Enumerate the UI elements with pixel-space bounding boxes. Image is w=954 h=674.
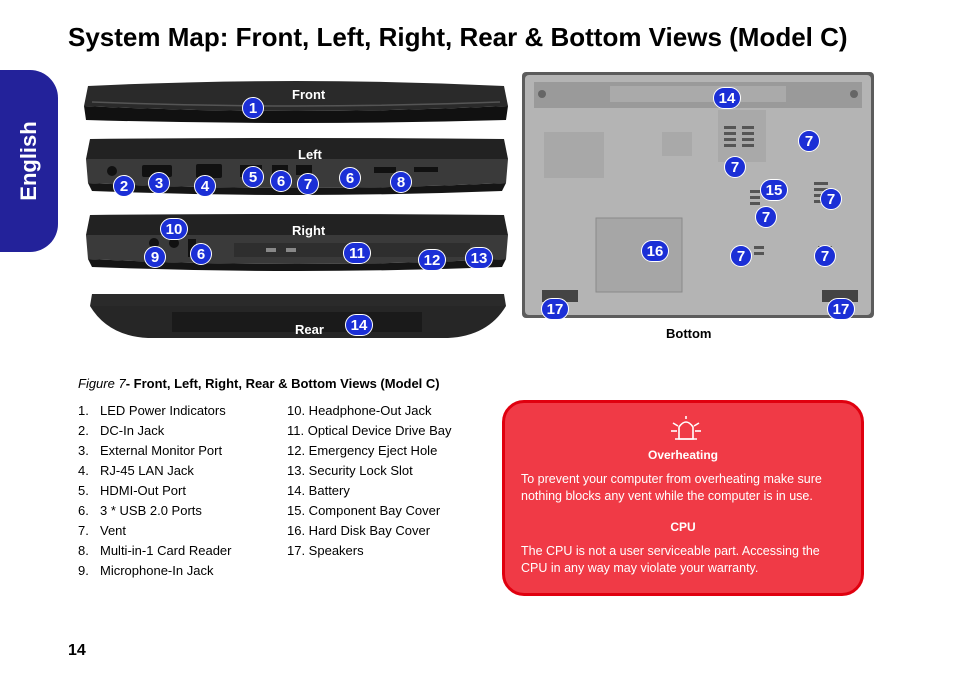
callout-badge: 16 — [641, 240, 669, 262]
legend-list-right: 10. Headphone-Out Jack 11. Optical Devic… — [287, 401, 452, 561]
list-item-number: 4. — [78, 463, 89, 478]
list-item: 5. HDMI-Out Port — [78, 481, 232, 501]
legend-list-left: 1. LED Power Indicators 2. DC-In Jack 3. Ex… — [78, 401, 232, 581]
callout-badge: 15 — [760, 179, 788, 201]
bug-warning-icon — [671, 416, 701, 440]
callout-badge: 6 — [190, 243, 212, 265]
bottom-view-label: Bottom — [666, 326, 712, 341]
list-item-number: 5. — [78, 483, 89, 498]
list-item: 2. DC-In Jack — [78, 421, 232, 441]
bottom-view-image — [522, 72, 874, 318]
callout-badge: 7 — [820, 188, 842, 210]
list-item-label: Vent — [100, 523, 127, 538]
callout-badge: 7 — [755, 206, 777, 228]
callout-badge: 7 — [814, 245, 836, 267]
list-item-number: 2. — [78, 423, 89, 438]
figure-caption-prefix: Figure 7 — [78, 376, 126, 391]
list-item: 8. Multi-in-1 Card Reader — [78, 541, 232, 561]
callout-badge: 4 — [194, 175, 216, 197]
callout-badge: 5 — [242, 166, 264, 188]
list-item: 13. Security Lock Slot — [287, 463, 413, 478]
page-title: System Map: Front, Left, Right, Rear & B… — [68, 22, 848, 52]
callout-badge: 14 — [345, 314, 373, 336]
callout-badge: 11 — [343, 242, 371, 264]
list-item: 17. Speakers — [287, 543, 364, 558]
right-view-label: Right — [292, 223, 326, 238]
callout-badge: 7 — [730, 245, 752, 267]
figure-caption-text: - Front, Left, Right, Rear & Bottom View… — [125, 376, 440, 391]
warning-heading-overheating: Overheating — [647, 448, 719, 462]
callout-badge: 1 — [242, 97, 264, 119]
callout-badge: 7 — [297, 173, 319, 195]
list-item-label: Multi-in-1 Card Reader — [100, 543, 232, 558]
list-item-label: External Monitor Port — [100, 443, 223, 458]
warning-box: Overheating To prevent your computer fro… — [502, 400, 864, 596]
front-view-image — [82, 76, 510, 126]
left-view-label: Left — [298, 147, 322, 162]
callout-badge: 3 — [148, 172, 170, 194]
list-item-label: RJ-45 LAN Jack — [100, 463, 194, 478]
callout-badge: 8 — [390, 171, 412, 193]
list-item: 4. RJ-45 LAN Jack — [78, 461, 232, 481]
left-view-image — [84, 137, 510, 199]
callout-badge: 12 — [418, 249, 446, 271]
callout-badge: 9 — [144, 246, 166, 268]
list-item-number: 8. — [78, 543, 89, 558]
list-item-number: 3. — [78, 443, 89, 458]
callout-badge: 17 — [827, 298, 855, 320]
warning-heading-cpu: CPU — [670, 520, 696, 534]
language-tab[interactable]: English — [0, 70, 58, 252]
warning-text-cpu: The CPU is not a user serviceable part. … — [521, 544, 820, 575]
rear-view-label: Rear — [295, 322, 324, 337]
list-item: 9. Microphone-In Jack — [78, 561, 232, 581]
list-item-label: Microphone-In Jack — [100, 563, 214, 578]
list-item: 3. External Monitor Port — [78, 441, 232, 461]
callout-badge: 2 — [113, 175, 135, 197]
callout-badge: 10 — [160, 218, 188, 240]
list-item-label: HDMI-Out Port — [100, 483, 186, 498]
callout-badge: 13 — [465, 247, 493, 269]
list-item-number: 1. — [78, 403, 89, 418]
front-view-label: Front — [292, 87, 326, 102]
list-item: 1. LED Power Indicators — [78, 401, 232, 421]
list-item: 11. Optical Device Drive Bay — [287, 423, 452, 438]
list-item: 10. Headphone-Out Jack — [287, 403, 432, 418]
page-number: 14 — [68, 642, 86, 659]
list-item: 7. Vent — [78, 521, 232, 541]
list-item: 12. Emergency Eject Hole — [287, 443, 438, 458]
list-item-number: 7. — [78, 523, 89, 538]
list-item-label: LED Power Indicators — [100, 403, 226, 418]
callout-badge: 14 — [713, 87, 741, 109]
callout-badge: 17 — [541, 298, 569, 320]
callout-badge: 6 — [270, 170, 292, 192]
list-item: 16. Hard Disk Bay Cover — [287, 523, 431, 538]
warning-text-overheating: To prevent your computer from overheatin… — [521, 472, 822, 503]
callout-badge: 7 — [798, 130, 820, 152]
list-item: 6. 3 * USB 2.0 Ports — [78, 501, 232, 521]
list-item: 14. Battery — [287, 483, 350, 498]
callout-badge: 7 — [724, 156, 746, 178]
list-item-label: DC-In Jack — [100, 423, 165, 438]
list-item-label: 3 * USB 2.0 Ports — [100, 503, 202, 518]
list-item: 15. Component Bay Cover — [287, 503, 441, 518]
language-tab-label: English — [16, 121, 41, 201]
callout-badge: 6 — [339, 167, 361, 189]
figure-caption: Figure 7- Front, Left, Right, Rear & Bot… — [78, 376, 440, 391]
list-item-number: 6. — [78, 503, 89, 518]
list-item-number: 9. — [78, 563, 89, 578]
